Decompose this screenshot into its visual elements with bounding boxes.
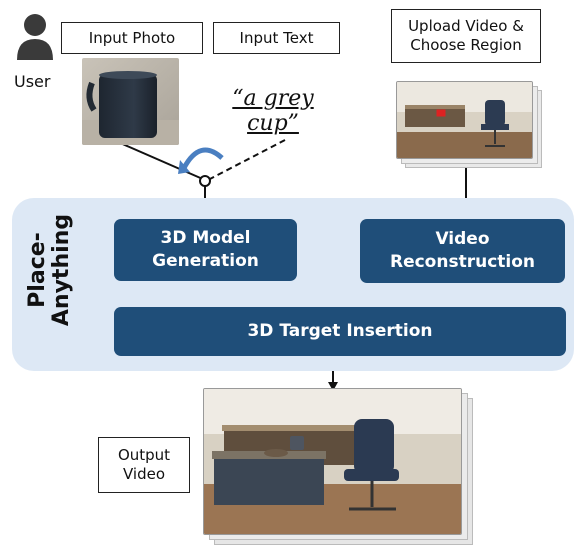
target-insertion-box: 3D Target Insertion xyxy=(114,307,566,356)
video-reconstruction-box: Video Reconstruction xyxy=(360,219,565,283)
system-title: Place- Anything xyxy=(25,213,75,327)
user-icon xyxy=(17,14,53,60)
office-output-frame xyxy=(203,388,462,535)
switch-arrow-icon xyxy=(178,147,224,174)
text-prompt: “a grey cup” xyxy=(232,86,314,137)
junction-node xyxy=(199,175,211,187)
user-label: User xyxy=(14,72,51,91)
office-video-frame xyxy=(396,81,533,159)
mug-photo xyxy=(82,58,179,145)
output-video-label: Output Video xyxy=(98,437,190,493)
upload-video-label: Upload Video & Choose Region xyxy=(391,9,541,63)
model-generation-box: 3D Model Generation xyxy=(114,219,297,281)
input-photo-label: Input Photo xyxy=(61,22,203,54)
input-text-label: Input Text xyxy=(213,22,340,54)
